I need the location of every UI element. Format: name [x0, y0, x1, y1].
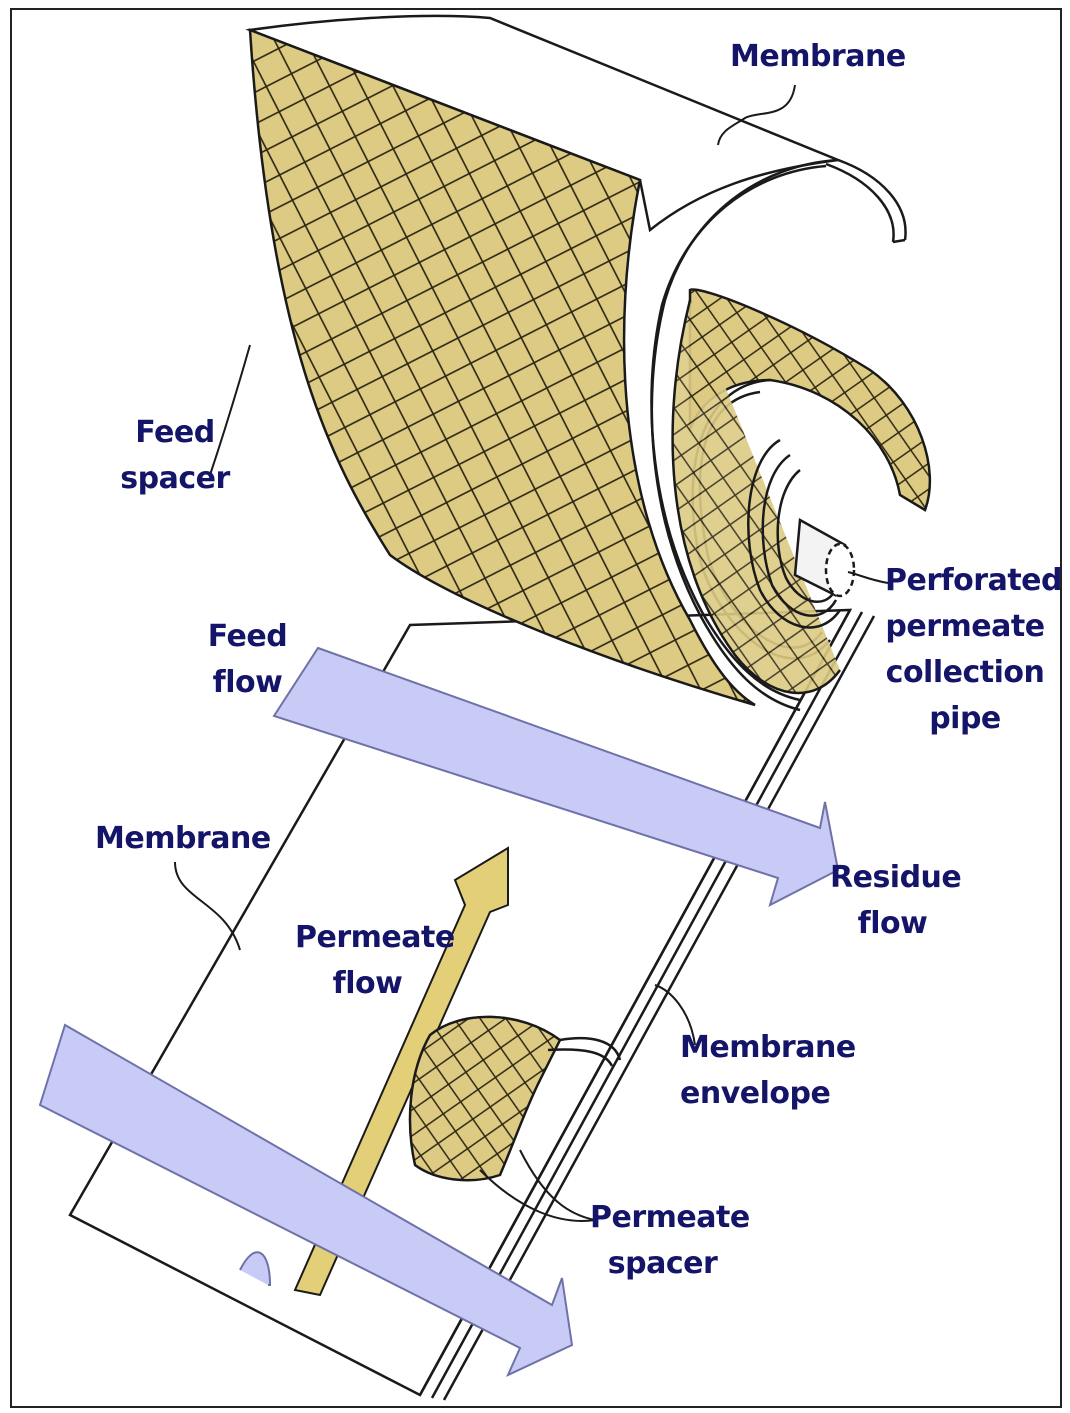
label-membrane-left: Membrane	[95, 816, 245, 862]
label-membrane-top: Membrane	[730, 34, 870, 80]
label-feed-spacer: Feed spacer	[110, 410, 240, 502]
label-residue-flow: Residue flow	[830, 855, 955, 947]
label-membrane-envelope: Membrane envelope	[680, 1025, 830, 1117]
label-perforated-pipe: Perforated permeate collection pipe	[885, 558, 1045, 742]
label-feed-flow: Feed flow	[190, 614, 305, 706]
label-permeate-flow: Permeate flow	[295, 915, 440, 1007]
label-permeate-spacer: Permeate spacer	[590, 1195, 735, 1287]
